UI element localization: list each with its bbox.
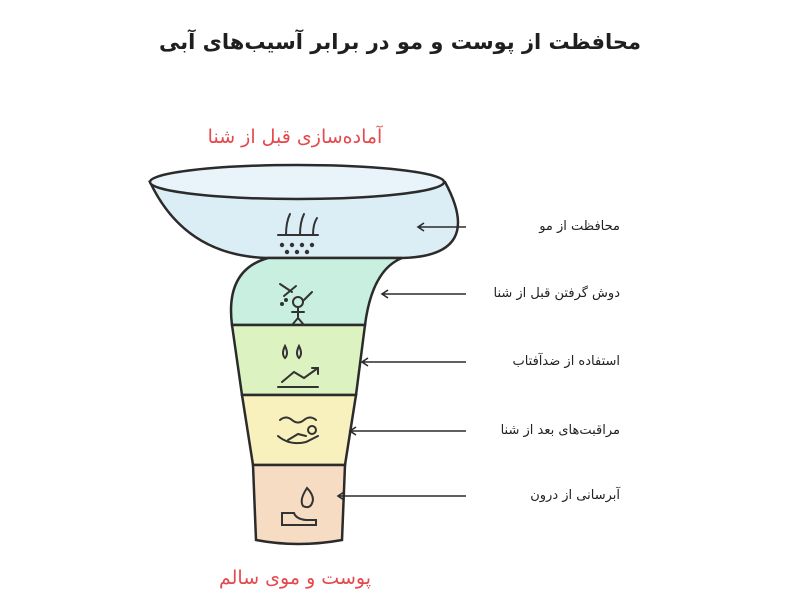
step-label-hair-protection: محافظت از مو	[539, 219, 620, 234]
step-label-shower: دوش گرفتن قبل از شنا	[493, 286, 620, 301]
shower-icon	[279, 283, 313, 326]
step-label-sunscreen: استفاده از ضدآفتاب	[512, 354, 620, 369]
arrow-step-3	[360, 357, 466, 367]
hydration-icon	[281, 486, 317, 526]
funnel-layer-2	[229, 256, 403, 327]
arrow-step-1	[416, 222, 466, 232]
step-arrows	[336, 222, 466, 501]
funnel-top-label: آماده‌سازی قبل از شنا	[207, 126, 383, 148]
page-title: محافظت از پوست و مو در برابر آسیب‌های آب…	[158, 30, 642, 54]
funnel-layer-5	[251, 463, 347, 546]
funnel-layer-4	[240, 393, 358, 467]
funnel-bottom-label: پوست و موی سالم	[219, 567, 371, 589]
step-label-post-swim-care: مراقبت‌های بعد از شنا	[500, 423, 620, 438]
arrow-step-2	[380, 289, 466, 299]
arrow-step-5	[336, 491, 466, 501]
post-swim-care-icon	[277, 416, 319, 445]
funnel-layer-3	[230, 323, 367, 397]
arrow-step-4	[348, 426, 466, 436]
funnel-rim	[148, 163, 446, 201]
step-label-hydration: آبرسانی از درون	[530, 488, 620, 503]
sunscreen-icon	[277, 343, 319, 388]
hair-protection-icon	[277, 213, 319, 255]
